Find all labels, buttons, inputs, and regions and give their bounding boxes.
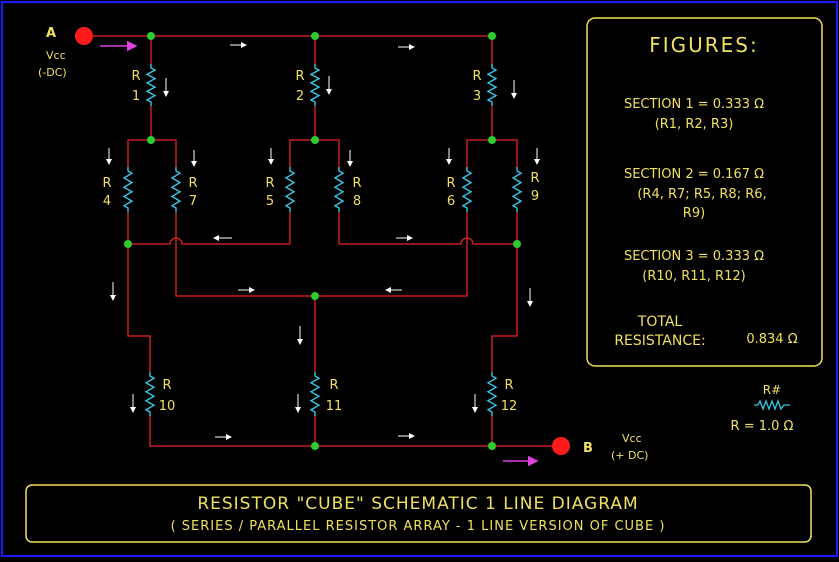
total-value: 0.834 Ω <box>746 332 797 347</box>
resistor-r6: R6 <box>446 167 473 212</box>
section-2-value: SECTION 2 = 0.167 Ω <box>624 167 764 182</box>
resistor-label-number: 4 <box>103 194 111 209</box>
section-1-resistors: (R1, R2, R3) <box>655 117 734 132</box>
resistor-label-r: R <box>352 176 361 191</box>
resistor-label-number: 7 <box>189 194 197 209</box>
resistor-zigzag <box>486 64 498 106</box>
terminal-b-polarity: (+ DC) <box>611 449 648 462</box>
legend-resistor-icon <box>754 399 790 411</box>
node <box>124 240 132 248</box>
resistor-label-number: 2 <box>296 89 304 104</box>
node <box>311 292 319 300</box>
diagram-title: RESISTOR "CUBE" SCHEMATIC 1 LINE DIAGRAM <box>197 494 638 514</box>
resistor-zigzag <box>461 167 473 212</box>
node <box>311 136 319 144</box>
resistor-label-number: 6 <box>447 194 455 209</box>
resistor-zigzag <box>511 167 523 212</box>
resistor-zigzag <box>170 167 182 212</box>
resistor-zigzag <box>122 167 134 212</box>
resistor-label-r: R <box>131 69 140 84</box>
resistor-zigzag <box>144 372 156 416</box>
resistor-label-r: R <box>162 378 171 393</box>
diagram-subtitle: ( SERIES / PARALLEL RESISTOR ARRAY - 1 L… <box>171 519 666 534</box>
terminal-a-dot <box>75 27 93 45</box>
resistor-zigzag <box>486 372 498 416</box>
terminal-b-supply: Vcc <box>622 432 642 445</box>
resistor-zigzag <box>309 64 321 106</box>
resistor-r5: R5 <box>265 167 296 212</box>
total-label-line1: TOTAL <box>637 314 683 330</box>
resistor-zigzag <box>145 64 157 106</box>
resistor-label-number: 12 <box>501 399 518 414</box>
resistor-label-number: 5 <box>266 194 274 209</box>
node <box>488 136 496 144</box>
resistor-label-r: R <box>472 69 481 84</box>
node <box>147 136 155 144</box>
section-3-resistors: (R10, R11, R12) <box>642 269 745 284</box>
resistor-r9: R9 <box>511 167 540 212</box>
legend-symbol-label: R# <box>763 383 781 397</box>
figures-panel: FIGURES: SECTION 1 = 0.333 Ω (R1, R2, R3… <box>586 17 823 367</box>
resistor-label-r: R <box>295 69 304 84</box>
resistor-zigzag <box>284 167 296 212</box>
resistor-label-r: R <box>102 176 111 191</box>
figures-title: FIGURES: <box>649 33 759 57</box>
resistor-label-number: 1 <box>132 89 140 104</box>
resistor-r3: R3 <box>472 64 498 106</box>
resistor-label-number: 9 <box>531 189 539 204</box>
wires <box>84 35 560 447</box>
node <box>311 442 319 450</box>
title-block-border <box>25 484 812 543</box>
legend-value: R = 1.0 Ω <box>731 419 794 434</box>
resistor-label-number: 10 <box>159 399 176 414</box>
node <box>311 32 319 40</box>
section-2-resistors-cont: R9) <box>683 206 705 221</box>
resistor-zigzag <box>309 372 321 416</box>
section-2-resistors: (R4, R7; R5, R8; R6, <box>637 187 766 202</box>
resistor-label-r: R <box>530 171 539 186</box>
section-1-value: SECTION 1 = 0.333 Ω <box>624 97 764 112</box>
node <box>147 32 155 40</box>
resistor-zigzag <box>333 167 345 212</box>
current-arrows <box>106 42 540 440</box>
terminal-a-polarity: (-DC) <box>38 66 67 79</box>
terminal-a-supply: Vcc <box>46 49 66 62</box>
resistor-label-r: R <box>504 378 513 393</box>
resistor-r2: R2 <box>295 64 321 106</box>
resistor-r11: R 11 <box>309 372 343 416</box>
resistor-label-r: R <box>329 378 338 393</box>
resistor-label-r: R <box>446 176 455 191</box>
terminal-b-label: B <box>583 441 593 456</box>
terminal-a-label: A <box>46 26 56 41</box>
resistor-label-r: R <box>188 176 197 191</box>
resistor-r7: R7 <box>170 167 198 212</box>
section-3-value: SECTION 3 = 0.333 Ω <box>624 249 764 264</box>
node <box>488 442 496 450</box>
resistor-r8: R8 <box>333 167 362 212</box>
resistor-legend: R# R = 1.0 Ω <box>731 383 794 434</box>
resistor-label-number: 11 <box>326 399 343 414</box>
resistor-label-number: 3 <box>473 89 481 104</box>
resistor-r10: R 10 <box>144 372 176 416</box>
resistor-label-r: R <box>265 176 274 191</box>
terminal-b-dot <box>552 437 570 455</box>
resistor-r12: R 12 <box>486 372 518 416</box>
resistor-r1: R1 <box>131 64 157 106</box>
total-label-line2: RESISTANCE: <box>614 333 705 349</box>
resistor-label-number: 8 <box>353 194 361 209</box>
node <box>488 32 496 40</box>
title-block: RESISTOR "CUBE" SCHEMATIC 1 LINE DIAGRAM… <box>25 484 812 543</box>
node <box>513 240 521 248</box>
nodes <box>124 32 521 450</box>
figures-panel-border <box>586 17 823 367</box>
resistor-r4: R4 <box>102 167 134 212</box>
